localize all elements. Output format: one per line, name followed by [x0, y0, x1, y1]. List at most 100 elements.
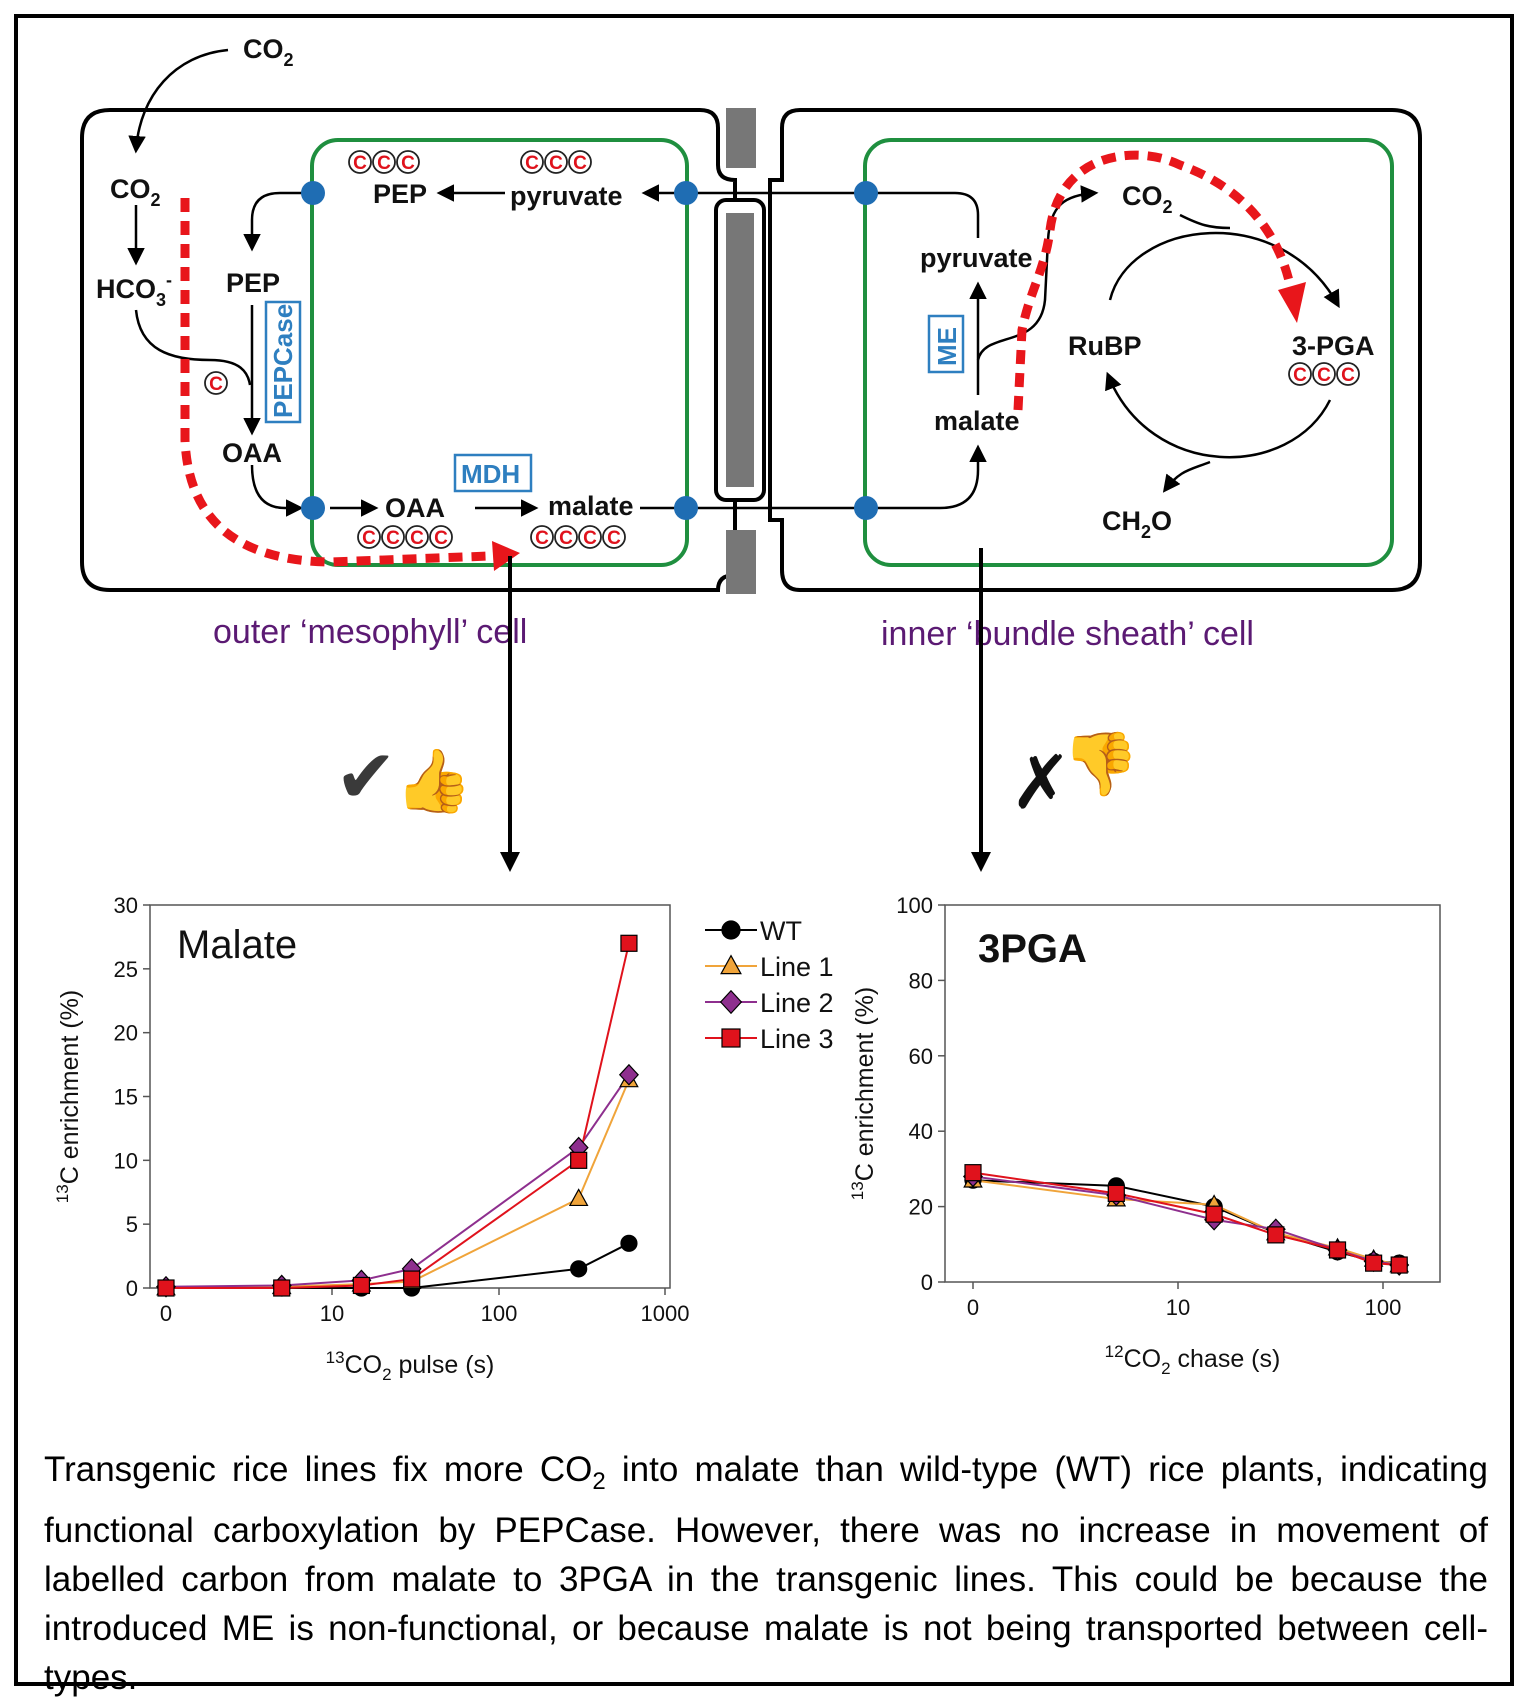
y-tick-label: 60	[909, 1044, 933, 1069]
y-tick-label: 15	[114, 1085, 138, 1110]
carbon-atom-label: C	[362, 528, 376, 549]
carbon-atom-circle	[1312, 362, 1336, 386]
carbon-atom-circle	[530, 525, 554, 549]
series-line	[165, 1074, 630, 1288]
legend-label: WT	[760, 916, 802, 946]
data-point	[964, 1164, 982, 1182]
carbon-atom-circle	[554, 525, 578, 549]
y-axis-label: 13C enrichment (%)	[53, 990, 84, 1203]
y-tick-label: 30	[114, 893, 138, 918]
mesophyll-cell	[80, 108, 737, 592]
thumbs-down-icon: 👎	[1062, 727, 1139, 800]
carbon-atom-circle	[1336, 362, 1360, 386]
carbon-atom-label: C	[549, 153, 563, 174]
label-oaa-chloro: OAA	[385, 493, 445, 523]
calvin-arc-top	[1108, 231, 1340, 309]
transporter-pep	[301, 181, 325, 205]
carbon-atom-label: C	[535, 528, 549, 549]
plot-area	[944, 904, 1441, 1283]
enzyme-pepcase: PEPCase	[264, 300, 302, 424]
carbon-atom-label: C	[1317, 365, 1331, 386]
carbon-atom-label: C	[559, 528, 573, 549]
data-point	[568, 1188, 589, 1207]
enzyme-mdh: MDH	[453, 453, 533, 493]
carbon-atom-circle	[520, 150, 544, 174]
x-axis-label: 12CO2 chase (s)	[1105, 1342, 1281, 1378]
carbon-atom-label: C	[410, 528, 424, 549]
carbon-atom-label: C	[353, 153, 367, 174]
flux-arrow-bs	[1013, 150, 1295, 411]
carbon-atom-label: C	[386, 528, 400, 549]
carbon-atom-label: C	[401, 153, 415, 174]
y-axis-label: 13C enrichment (%)	[848, 987, 879, 1200]
enzyme-me: ME	[927, 314, 965, 374]
chart-title: 3PGA	[978, 927, 1087, 971]
svg-text:PEPCase: PEPCase	[268, 304, 298, 418]
carbon-atom-label: C	[377, 153, 391, 174]
y-tick-label: 5	[126, 1212, 138, 1237]
calvin-arc-bottom	[1105, 371, 1332, 459]
data-point	[570, 1151, 588, 1169]
cross-icon: ✗	[1010, 740, 1072, 826]
label-3pga: 3-PGA	[1292, 331, 1375, 361]
x-tick-label: 0	[160, 1301, 172, 1326]
svg-text:MDH: MDH	[461, 459, 520, 489]
y-tick-label: 20	[909, 1195, 933, 1220]
carbon-atom-circle	[372, 150, 396, 174]
flux-arrow-mesophyll	[180, 198, 491, 567]
carbon-atom-circle	[1288, 362, 1312, 386]
x-tick-label: 10	[320, 1301, 344, 1326]
flux-arrowhead-mesophyll	[492, 541, 520, 571]
y-tick-label: 100	[896, 893, 933, 918]
co2-influx-arrow	[128, 48, 229, 154]
figure-frame	[14, 14, 1514, 1686]
label-co2-bs: CO2	[1122, 181, 1173, 217]
y-tick-label: 0	[921, 1270, 933, 1295]
figure-caption: Transgenic rice lines fix more CO2 into …	[44, 1450, 1488, 1697]
series-line	[165, 1079, 630, 1289]
carbon-atom-label: C	[583, 528, 597, 549]
x-tick-label: 1000	[641, 1301, 690, 1326]
data-point	[1390, 1256, 1408, 1274]
y-tick-label: 10	[114, 1148, 138, 1173]
bundle-sheath-cell	[768, 108, 1422, 592]
carbon-atom-circle	[429, 525, 453, 549]
label-hco3: HCO3-	[96, 270, 172, 310]
me-decarboxylation-branch	[976, 185, 1099, 361]
data-point	[620, 1234, 638, 1252]
data-point	[352, 1276, 371, 1295]
label-co2-atm: CO2	[243, 34, 294, 70]
carbon-atom-circle	[357, 525, 381, 549]
label-pyruvate-bs: pyruvate	[920, 243, 1033, 273]
carbon-atom-circle	[578, 525, 602, 549]
data-point	[157, 1279, 175, 1297]
x-tick-label: 100	[1365, 1295, 1402, 1320]
label-malate-bs: malate	[934, 406, 1020, 436]
carbon-atom-circle	[568, 150, 592, 174]
x-axis-label: 13CO2 pulse (s)	[326, 1348, 495, 1384]
transporter-pyruvate-m	[674, 181, 698, 205]
carbon-atom-circle	[602, 525, 626, 549]
label-malate-m: malate	[548, 491, 634, 521]
y-tick-label: 20	[114, 1021, 138, 1046]
carbon-atom-circle	[396, 150, 420, 174]
transporter-oaa	[301, 496, 325, 520]
legend-label: Line 1	[760, 952, 834, 982]
y-tick-label: 0	[126, 1276, 138, 1301]
label-mesophyll-cell: outer ‘mesophyll’ cell	[213, 613, 527, 651]
carbon-atom-label: C	[209, 374, 223, 395]
label-oaa-cyto: OAA	[222, 438, 282, 468]
ch2o-exit-arrow	[1162, 460, 1211, 493]
hco3-to-pepcase-arrow	[134, 309, 252, 386]
x-tick-label: 0	[967, 1295, 979, 1320]
carbon-atom-label: C	[1293, 365, 1307, 386]
legend-label: Line 3	[760, 1024, 834, 1054]
data-point	[273, 1279, 291, 1297]
data-point	[1328, 1241, 1347, 1259]
cell-wall-plasmodesmata	[714, 108, 766, 594]
